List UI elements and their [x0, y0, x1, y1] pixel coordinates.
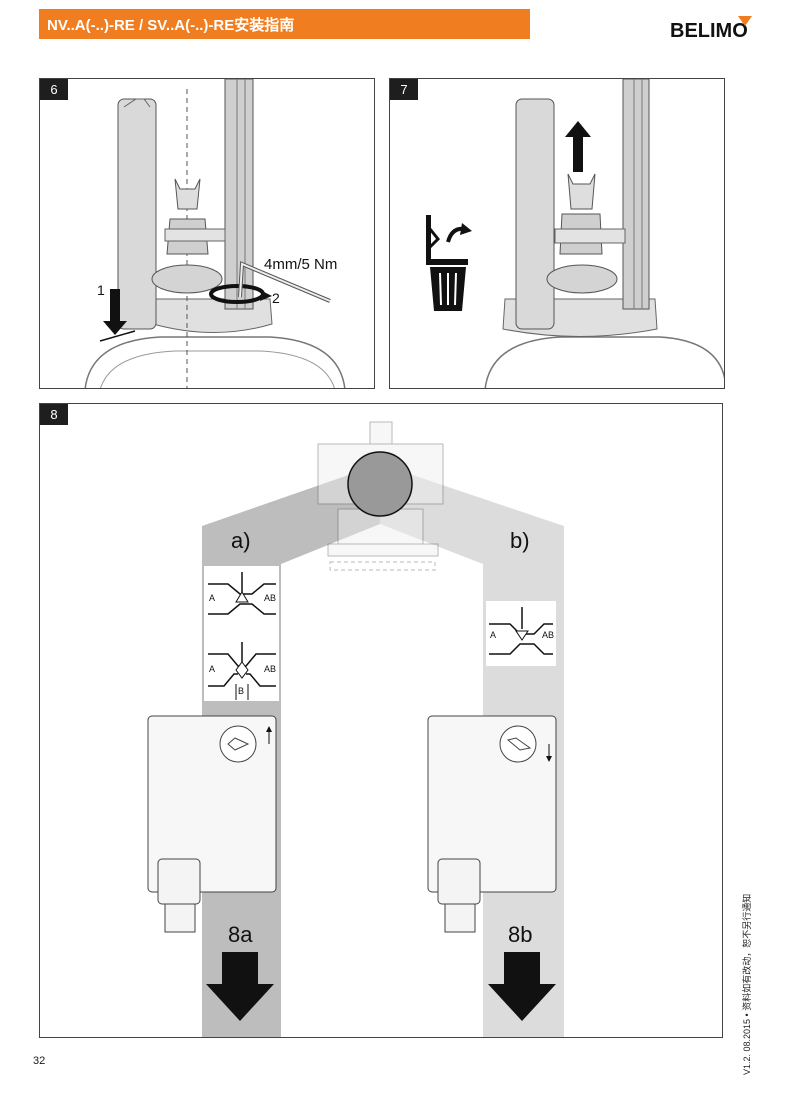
trash-bin-icon [426, 215, 472, 311]
result-8a-label: 8a [228, 922, 253, 947]
port-ab-label: AB [542, 630, 555, 640]
actuator-install-illustration [84, 79, 346, 388]
port-a-label: A [490, 630, 497, 640]
panel-step-7: 7 [389, 78, 725, 389]
belimo-logo: BELIMO [668, 12, 762, 42]
page-number: 32 [33, 1055, 46, 1067]
adapter-removal-illustration [426, 79, 724, 388]
arrow-down-icon [206, 952, 274, 1021]
result-8b-label: 8b [508, 922, 533, 947]
port-a-label: A [209, 664, 216, 674]
port-ab-label: AB [264, 664, 277, 674]
step-number: 8 [40, 404, 68, 425]
step-number: 6 [40, 79, 68, 100]
document-title: NV..A(-..)-RE / SV..A(-..)-RE安装指南 [47, 17, 295, 34]
port-ab-label: AB [264, 593, 277, 603]
option-a-label: a) [231, 528, 251, 553]
arrow-down-icon [488, 952, 556, 1021]
panel-step-6: 6 1 2 4mm/5 Nm [39, 78, 375, 389]
direction-selection-diagram [147, 421, 564, 1037]
step-number: 7 [390, 79, 418, 100]
port-b-label: B [238, 686, 245, 696]
version-note: V1.2. 08.2015 • 资料如有改动，恕不另行通知 [742, 893, 752, 1075]
arrow-up-icon [565, 121, 591, 172]
option-b-label: b) [510, 528, 530, 553]
logo-text: BELIMO [670, 20, 748, 42]
header-bar: NV..A(-..)-RE / SV..A(-..)-RE安装指南 [39, 9, 530, 39]
port-a-label: A [209, 593, 216, 603]
torque-label: 4mm/5 Nm [264, 256, 338, 273]
step-2-label: 2 [272, 290, 280, 306]
step-1-label: 1 [97, 282, 105, 298]
panel-step-8: 8 [39, 403, 723, 1038]
